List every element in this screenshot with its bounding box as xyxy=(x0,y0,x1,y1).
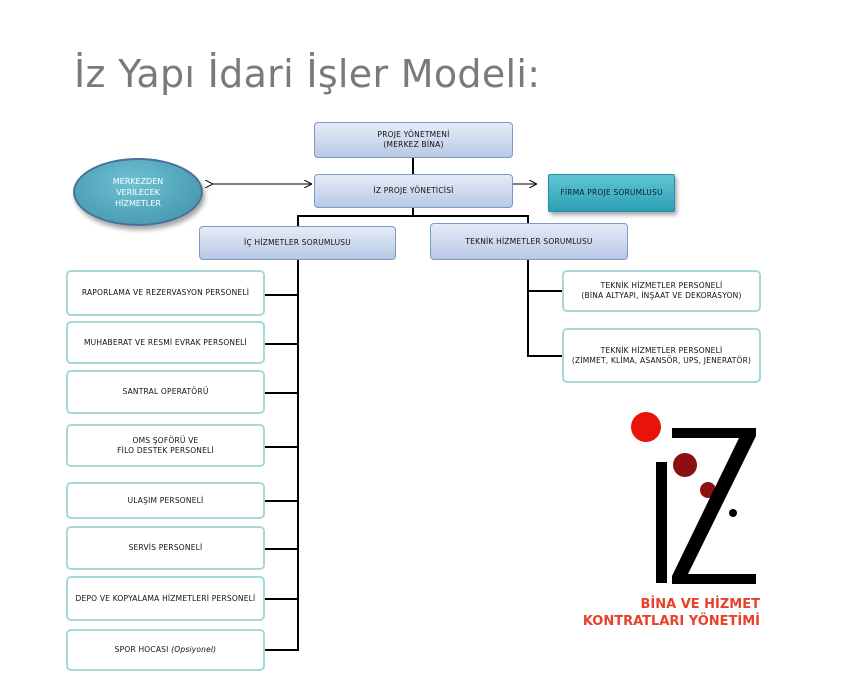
node-label: TEKNİK HİZMETLER PERSONELİ xyxy=(600,281,723,290)
connector-mid-vertical xyxy=(412,208,414,216)
logo-red-dot xyxy=(631,412,661,442)
node-label: MUHABERAT VE RESMİ EVRAK PERSONELİ xyxy=(84,337,247,347)
node-teknik-personel-2: TEKNİK HİZMETLER PERSONELİ (ZİMMET, KLİM… xyxy=(562,328,761,383)
node-santral: SANTRAL OPERATÖRÜ xyxy=(66,370,265,414)
node-sublabel: (ZİMMET, KLİMA, ASANSÖR, UPS, JENERATÖR) xyxy=(571,355,752,365)
node-label: VERİLECEK xyxy=(116,187,160,197)
ic-branch-8 xyxy=(264,649,298,651)
connector-branch-horizontal xyxy=(297,215,529,217)
node-teknik-hizmetler: TEKNİK HİZMETLER SORUMLUSU xyxy=(430,223,628,260)
node-oms-sofor: OMS ŞOFÖRÜ VE FİLO DESTEK PERSONELİ xyxy=(66,424,265,467)
node-label: FİRMA PROJE SORUMLUSU xyxy=(560,188,663,197)
node-label: İÇ HİZMETLER SORUMLUSU xyxy=(244,238,351,247)
ic-spine xyxy=(297,259,299,651)
node-label: MERKEZDEN xyxy=(112,176,164,186)
node-ulasim: ULAŞIM PERSONELİ xyxy=(66,482,265,519)
logo-black-dot xyxy=(729,509,737,517)
node-label: TEKNİK HİZMETLER SORUMLUSU xyxy=(465,236,593,246)
node-proje-yonetimi: PROJE YÖNETMENİ (MERKEZ BİNA) xyxy=(314,122,513,158)
logo-letter-z xyxy=(672,428,756,584)
teknik-branch-1 xyxy=(527,290,563,292)
node-spor-hocasi: SPOR HOCASI (Opsiyonel) xyxy=(66,629,265,671)
node-iz-proje-yoneticisi: İZ PROJE YÖNETİCİSİ xyxy=(314,174,513,208)
ic-branch-6 xyxy=(264,548,298,550)
node-label: TEKNİK HİZMETLER PERSONELİ xyxy=(600,345,723,355)
node-label: ULAŞIM PERSONELİ xyxy=(127,495,204,505)
logo-caption-line-2: KONTRATLARI YÖNETİMİ xyxy=(582,614,760,629)
teknik-branch-2 xyxy=(527,355,563,357)
connector-top-vertical xyxy=(412,157,414,175)
node-label: OMS ŞOFÖRÜ VE xyxy=(132,435,199,445)
node-teknik-personel-1: TEKNİK HİZMETLER PERSONELİ (BİNA ALTYAPI… xyxy=(562,270,761,312)
node-firma-proje-sorumlusu: FİRMA PROJE SORUMLUSU xyxy=(548,174,675,212)
ic-branch-7 xyxy=(264,598,298,600)
node-label: HİZMETLER xyxy=(115,198,161,208)
teknik-spine xyxy=(527,259,529,356)
node-raporlama: RAPORLAMA VE REZERVASYON PERSONELİ xyxy=(66,270,265,316)
logo-caption: BİNA VE HİZMET KONTRATLARI YÖNETİMİ xyxy=(540,596,760,630)
node-label: RAPORLAMA VE REZERVASYON PERSONELİ xyxy=(81,288,250,297)
page-title: İz Yapı İdari İşler Modeli: xyxy=(74,52,541,96)
ic-branch-3 xyxy=(264,392,298,394)
logo-dark-red-dot-1 xyxy=(673,453,697,477)
node-sublabel: (BİNA ALTYAPI, İNŞAAT VE DEKORASYON) xyxy=(581,291,742,300)
ic-branch-5 xyxy=(264,500,298,502)
ic-branch-2 xyxy=(264,343,298,345)
node-sublabel: FİLO DESTEK PERSONELİ xyxy=(117,445,214,455)
node-depo-kopyalama: DEPO VE KOPYALAMA HİZMETLERİ PERSONELİ xyxy=(66,576,265,621)
logo-letter-i-stem xyxy=(656,462,667,583)
connector-right-drop xyxy=(527,215,529,224)
logo-caption-line-1: BİNA VE HİZMET xyxy=(640,597,760,612)
ic-branch-4 xyxy=(264,446,298,448)
ic-branch-1 xyxy=(264,294,298,296)
node-label: PROJE YÖNETMENİ xyxy=(377,130,450,139)
node-ic-hizmetler: İÇ HİZMETLER SORUMLUSU xyxy=(199,226,396,260)
node-sublabel: (MERKEZ BİNA) xyxy=(383,140,444,149)
node-label: İZ PROJE YÖNETİCİSİ xyxy=(373,186,454,195)
node-label: SPOR HOCASI xyxy=(114,645,172,654)
node-note: (Opsiyonel) xyxy=(171,645,217,654)
connector-left-drop xyxy=(297,215,299,227)
node-muhaberat: MUHABERAT VE RESMİ EVRAK PERSONELİ xyxy=(66,321,265,364)
node-merkezden-hizmetler: MERKEZDEN VERİLECEK HİZMETLER xyxy=(73,158,203,226)
node-label: SANTRAL OPERATÖRÜ xyxy=(122,387,209,396)
node-label: DEPO VE KOPYALAMA HİZMETLERİ PERSONELİ xyxy=(75,593,256,603)
node-servis: SERVİS PERSONELİ xyxy=(66,526,265,570)
node-label: SERVİS PERSONELİ xyxy=(128,543,203,552)
